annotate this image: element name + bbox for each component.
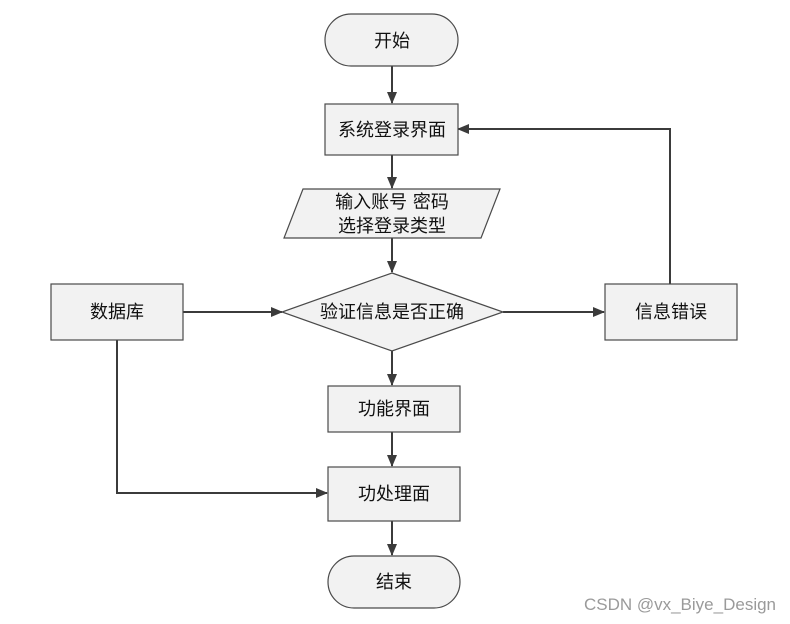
end-label: 结束 bbox=[376, 572, 412, 593]
error-label: 信息错误 bbox=[635, 302, 707, 323]
verify-node: 验证信息是否正确 bbox=[280, 272, 505, 352]
end-node: 结束 bbox=[327, 555, 461, 609]
error-node: 信息错误 bbox=[604, 283, 738, 341]
process-node: 功处理面 bbox=[327, 466, 461, 522]
input-label-line1: 输入账号 密码 bbox=[335, 192, 449, 213]
input-label-line2: 选择登录类型 bbox=[338, 216, 446, 237]
login-label: 系统登录界面 bbox=[338, 120, 446, 141]
process-label: 功处理面 bbox=[358, 484, 430, 505]
connectors bbox=[116, 66, 671, 556]
start-label: 开始 bbox=[374, 31, 410, 52]
edge-database-process bbox=[116, 340, 328, 498]
input-node: 输入账号 密码 选择登录类型 bbox=[283, 188, 501, 239]
function-node: 功能界面 bbox=[327, 385, 461, 433]
login-node: 系统登录界面 bbox=[324, 103, 459, 156]
verify-label: 验证信息是否正确 bbox=[320, 302, 464, 323]
watermark-text: CSDN @vx_Biye_Design bbox=[584, 595, 776, 614]
edge-error-login bbox=[457, 124, 671, 284]
database-node: 数据库 bbox=[50, 283, 184, 341]
start-node: 开始 bbox=[324, 13, 459, 67]
function-label: 功能界面 bbox=[358, 399, 430, 420]
database-label: 数据库 bbox=[90, 302, 144, 323]
